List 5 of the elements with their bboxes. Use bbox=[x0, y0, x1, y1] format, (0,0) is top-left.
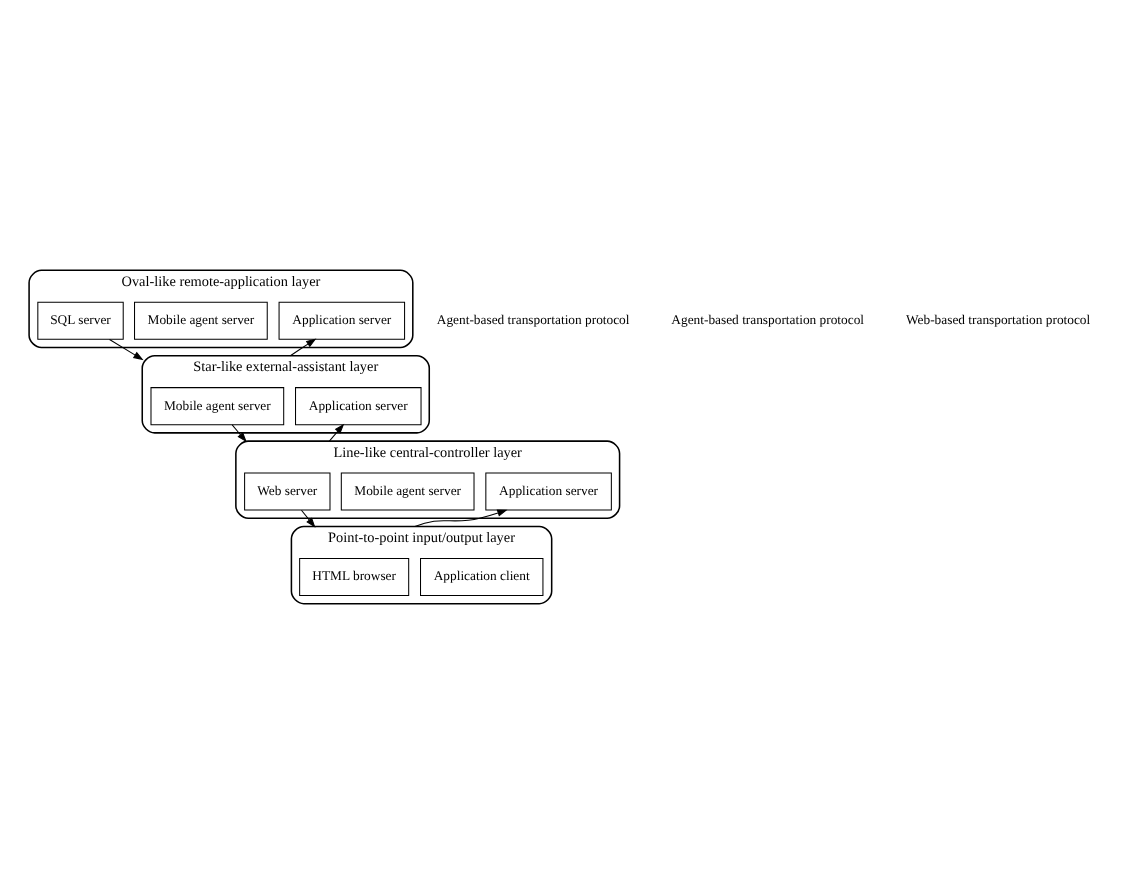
arrow bbox=[289, 338, 317, 357]
arrow bbox=[231, 424, 247, 443]
arrow bbox=[300, 509, 316, 528]
arrow bbox=[328, 423, 345, 442]
arrow bbox=[109, 338, 144, 361]
